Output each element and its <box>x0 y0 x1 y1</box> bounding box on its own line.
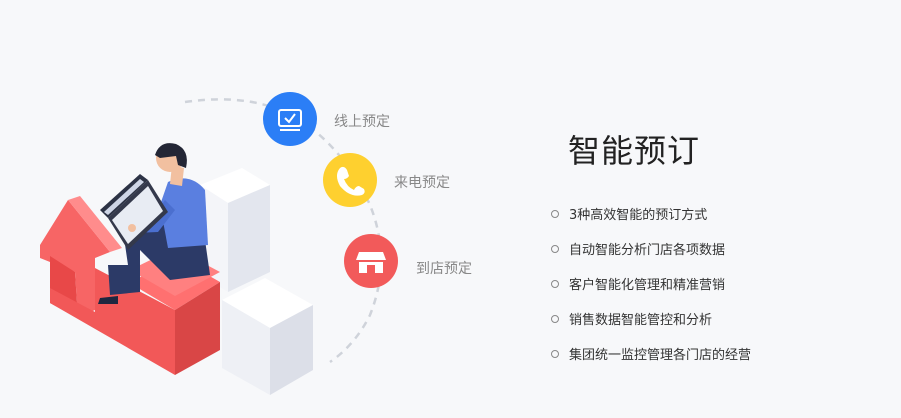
channel-label-online: 线上预定 <box>334 114 390 130</box>
phone-booking-icon <box>323 153 377 207</box>
feature-text: 自动智能分析门店各项数据 <box>569 243 726 258</box>
online-booking-icon <box>263 92 317 146</box>
feature-text: 销售数据智能管控和分析 <box>569 313 713 328</box>
channel-label-phone: 来电预定 <box>394 175 450 191</box>
feature-text: 集团统一监控管理各门店的经营 <box>569 348 752 363</box>
bullet-icon <box>551 279 559 288</box>
store-booking-icon <box>344 234 398 288</box>
list-item: 销售数据智能管控和分析 <box>548 301 878 336</box>
list-item: 集团统一监控管理各门店的经营 <box>548 336 878 371</box>
channel-label-store: 到店预定 <box>416 261 472 277</box>
list-item: 自动智能分析门店各项数据 <box>548 231 878 266</box>
list-item: 3种高效智能的预订方式 <box>548 196 878 231</box>
list-item: 客户智能化管理和精准营销 <box>548 266 878 301</box>
bullet-icon <box>551 244 559 253</box>
front-cube <box>222 278 313 395</box>
bullet-icon <box>551 209 559 218</box>
person-figure <box>98 143 210 304</box>
bullet-icon <box>551 349 559 358</box>
booking-illustration <box>40 92 398 395</box>
feature-text: 3种高效智能的预订方式 <box>569 208 708 223</box>
feature-list: 3种高效智能的预订方式 自动智能分析门店各项数据 客户智能化管理和精准营销 销售… <box>548 196 878 371</box>
phone-icon <box>337 166 365 196</box>
page-title: 智能预订 <box>568 132 701 170</box>
feature-text: 客户智能化管理和精准营销 <box>569 278 726 293</box>
bullet-icon <box>551 314 559 323</box>
feature-panel: 智能预订 3种高效智能的预订方式 自动智能分析门店各项数据 客户智能化管理和精准… <box>548 126 878 371</box>
store-icon <box>356 252 386 273</box>
monitor-icon <box>278 109 302 131</box>
